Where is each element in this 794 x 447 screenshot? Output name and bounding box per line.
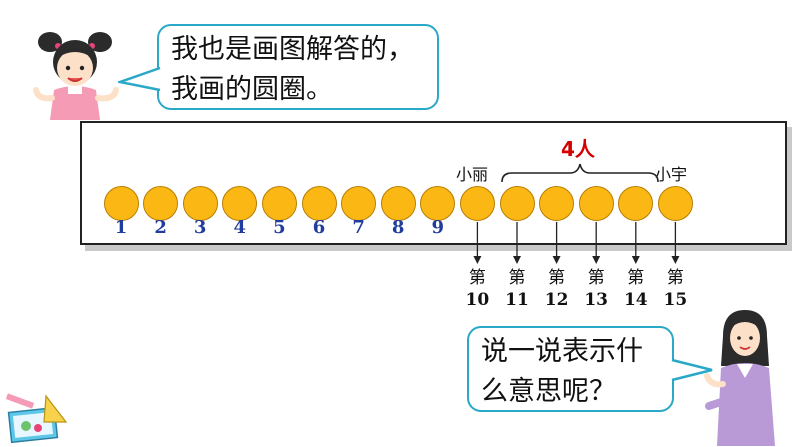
circle-number: 6 [312, 217, 326, 238]
circle-5 [261, 185, 297, 221]
speech-line-2: 我画的圆圈。 [171, 74, 333, 105]
ordinal-prefix: 第 [548, 268, 566, 288]
ordinal-prefix: 第 [627, 268, 645, 288]
speech-line-2: 么意思呢？ [481, 376, 616, 407]
ordinal-number: 11 [505, 290, 529, 310]
circle-3 [182, 185, 218, 221]
ordinal-number: 13 [584, 290, 609, 310]
circle-11 [499, 185, 535, 221]
label-xiaoyu: 小宇 [655, 165, 688, 184]
circle-number: 1 [114, 217, 128, 238]
circle-12 [539, 185, 575, 221]
circle-number: 8 [391, 217, 405, 238]
speech-line-1: 我也是画图解答的， [171, 34, 414, 65]
circle-number: 4 [233, 217, 247, 238]
circle-2 [143, 185, 179, 221]
circle-9 [420, 185, 456, 221]
arrow-head [552, 256, 561, 264]
label-xiaoli: 小丽 [456, 165, 489, 184]
circle-diagram-board [80, 121, 787, 245]
circle-6 [301, 185, 337, 221]
brace-group [501, 163, 659, 183]
circle-number: 3 [193, 217, 207, 238]
circle-15 [657, 185, 693, 221]
circle-14 [618, 185, 654, 221]
circle-7 [341, 185, 377, 221]
ordinal-prefix: 第 [508, 268, 526, 288]
circle-number: 5 [273, 217, 286, 238]
circle-10 [459, 185, 495, 221]
ordinal-number: 10 [465, 290, 490, 310]
ordinal-number: 14 [623, 290, 648, 310]
girl-character-illustration [33, 32, 119, 120]
teacher-character-illustration [704, 310, 775, 446]
circle-13 [578, 185, 614, 221]
circle-number: 9 [431, 217, 445, 238]
math-tools-icon [5, 393, 68, 444]
speech-bubble-tail [118, 66, 161, 92]
speech-bubble-bottom: 说一说表示什 么意思呢？ [467, 326, 674, 412]
circle-1 [103, 185, 139, 221]
ordinal-prefix: 第 [666, 268, 684, 288]
arrow-head [671, 256, 680, 264]
circle-number: 7 [352, 217, 365, 238]
arrow-head [631, 256, 640, 264]
arrow-head [592, 256, 601, 264]
ordinal-prefix: 第 [587, 268, 605, 288]
group-count-label: 4人 [561, 137, 595, 161]
ordinal-prefix: 第 [468, 268, 486, 288]
speech-bubble-top: 我也是画图解答的， 我画的圆圈。 [157, 24, 439, 110]
circle-number: 2 [154, 217, 167, 238]
speech-line-1: 说一说表示什 [481, 336, 643, 367]
arrow-head [473, 256, 482, 264]
speech-bubble-tail-bottom [671, 358, 713, 382]
circle-8 [380, 185, 416, 221]
arrow-head [513, 256, 521, 264]
ordinal-number: 12 [544, 290, 569, 310]
ordinal-number: 15 [663, 290, 688, 310]
circle-4 [222, 185, 258, 221]
